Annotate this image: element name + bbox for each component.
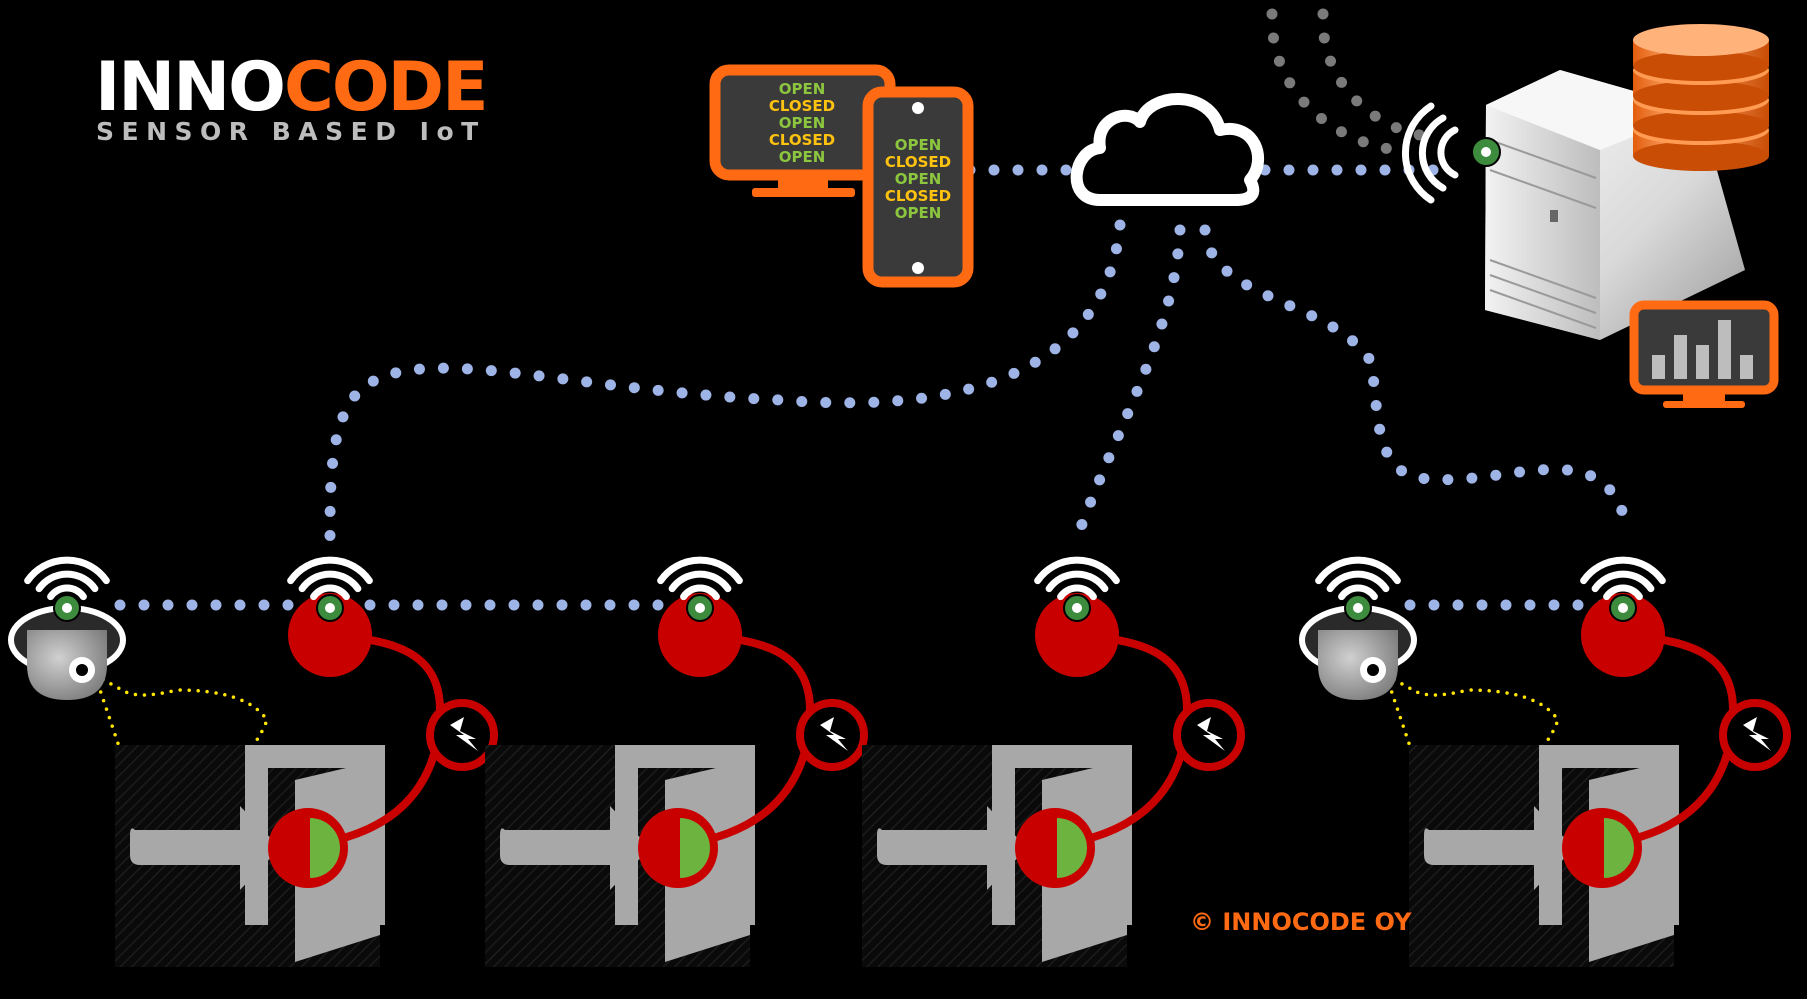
phone-status-5: OPEN [895, 204, 942, 222]
logo-tagline: SENSOR BASED IoT [96, 117, 486, 146]
phone-status-2: CLOSED [885, 153, 951, 171]
monitor-status-1: OPEN [779, 80, 826, 98]
door-sensor [658, 593, 742, 677]
phone-status-1: OPEN [895, 136, 942, 154]
lock-status-indicator [1057, 818, 1087, 878]
brand-inno: INNO [95, 48, 284, 127]
wifi-signal-icon [1315, 556, 1401, 601]
door-unit-1 [115, 556, 498, 967]
svg-text:INNOCODE: INNOCODE [95, 48, 487, 127]
wifi-signal-icon [24, 556, 110, 601]
copyright-text: © INNOCODE OY [1190, 908, 1412, 936]
door-unit-2 [485, 556, 868, 967]
door-unit-3 [862, 556, 1245, 967]
bar-chart-icon [1652, 320, 1753, 379]
analytics-monitor-icon [1629, 300, 1779, 408]
phone-home-button [912, 262, 924, 274]
door-unit-4 [1409, 556, 1791, 967]
lock-status-indicator [1604, 818, 1634, 878]
wifi-signal-icon [1580, 556, 1666, 601]
lock-status-indicator [310, 818, 340, 878]
wifi-signal-icon [657, 556, 743, 601]
phone-device: OPEN CLOSED OPEN CLOSED OPEN [862, 86, 974, 288]
cloud-icon [1070, 93, 1264, 206]
monitor-stand [778, 180, 828, 190]
phone-status-3: OPEN [895, 170, 942, 188]
door-sensor [1035, 593, 1119, 677]
server-extra-links [1266, 8, 1426, 156]
camera-dome [1318, 630, 1398, 700]
phone-speaker [912, 102, 924, 114]
phone-status-4: CLOSED [885, 187, 951, 205]
db-disk-1 [1633, 24, 1769, 81]
monitor-status-5: OPEN [779, 148, 826, 166]
camera-unit-1 [8, 556, 269, 796]
entry-arrow-icon [500, 806, 650, 890]
entry-arrow-icon [130, 806, 280, 890]
innocode-logo: INNOCODE SENSOR BASED IoT [95, 48, 489, 146]
entry-arrow-icon [877, 806, 1027, 890]
link-cloud-sensor1 [324, 219, 1126, 546]
brand-code: CODE [284, 48, 487, 127]
monitor-status-3: OPEN [779, 114, 826, 132]
database-icon [1633, 24, 1769, 171]
link-cloud-sensor4 [1199, 224, 1631, 526]
door-sensor [1581, 593, 1665, 677]
camera-unit-2 [1299, 556, 1560, 796]
lightning-icon [450, 717, 478, 751]
lightning-icon [1197, 717, 1225, 751]
server-wifi-icon [1401, 102, 1459, 204]
wifi-signal-icon [1034, 556, 1120, 601]
monitor-status-4: CLOSED [769, 131, 835, 149]
door-sensor [288, 593, 372, 677]
camera-dome [27, 630, 107, 700]
link-cloud-sensor3 [1072, 224, 1186, 541]
monitor-status-2: CLOSED [769, 97, 835, 115]
lock-status-indicator [680, 818, 710, 878]
entry-arrow-icon [1424, 806, 1574, 890]
wifi-signal-icon [287, 556, 373, 601]
lightning-icon [1743, 717, 1771, 751]
lightning-icon [820, 717, 848, 751]
